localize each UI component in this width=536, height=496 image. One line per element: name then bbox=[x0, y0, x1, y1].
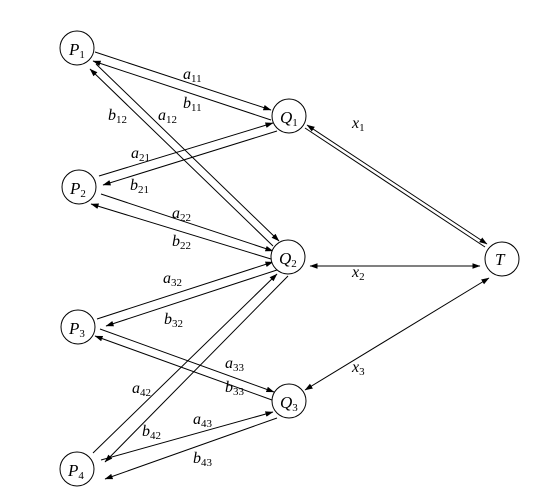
node-t: T bbox=[484, 241, 520, 277]
edge-b42 bbox=[104, 275, 289, 463]
edge-b21 bbox=[102, 130, 278, 186]
svg-text:Q3: Q3 bbox=[280, 393, 298, 414]
svg-text:P1: P1 bbox=[68, 40, 85, 61]
label-a22: a22 bbox=[172, 205, 191, 224]
label-b43: b43 bbox=[193, 450, 213, 469]
node-q3: Q3 bbox=[271, 383, 307, 419]
label-x2: x2 bbox=[351, 264, 365, 283]
svg-text:P2: P2 bbox=[69, 179, 86, 200]
edge-b11 bbox=[92, 60, 272, 121]
edge-a12 bbox=[95, 63, 280, 242]
svg-text:P4: P4 bbox=[67, 461, 84, 482]
edge-a32 bbox=[96, 261, 274, 320]
label-x1: x1 bbox=[351, 115, 365, 134]
label-b21: b21 bbox=[130, 177, 149, 196]
edge-b32 bbox=[105, 269, 278, 327]
label-b11: b11 bbox=[183, 95, 202, 114]
edge-x3 bbox=[304, 277, 490, 391]
label-b12: b12 bbox=[108, 107, 127, 126]
edge-a21 bbox=[98, 122, 274, 177]
svg-text:P3: P3 bbox=[68, 319, 85, 340]
node-q2: Q2 bbox=[270, 239, 306, 275]
label-b33: b33 bbox=[225, 379, 245, 398]
node-p1: P1 bbox=[59, 30, 95, 66]
label-b22: b22 bbox=[172, 233, 191, 252]
label-a33: a33 bbox=[225, 355, 245, 374]
edge-a43 bbox=[100, 411, 274, 461]
node-p4: P4 bbox=[59, 451, 95, 487]
node-q1: Q1 bbox=[271, 98, 307, 134]
svg-text:Q2: Q2 bbox=[279, 249, 297, 270]
svg-text:T: T bbox=[495, 250, 506, 269]
label-a21: a21 bbox=[131, 145, 150, 164]
label-x3: x3 bbox=[351, 359, 365, 378]
edge-a33 bbox=[99, 328, 275, 393]
label-b32: b32 bbox=[164, 311, 183, 330]
edge-x1 bbox=[306, 124, 488, 245]
edge-x1-return bbox=[304, 127, 486, 248]
label-b42: b42 bbox=[142, 423, 161, 442]
edge-b33 bbox=[94, 335, 273, 401]
edge-a22 bbox=[100, 193, 274, 252]
node-p2: P2 bbox=[61, 169, 97, 205]
label-a32: a32 bbox=[163, 270, 182, 289]
edge-b22 bbox=[90, 203, 272, 260]
label-a12: a12 bbox=[158, 107, 177, 126]
edge-b12 bbox=[89, 68, 274, 247]
label-a11: a11 bbox=[183, 66, 202, 85]
label-a43: a43 bbox=[193, 411, 213, 430]
edge-a11 bbox=[94, 51, 272, 111]
label-a42: a42 bbox=[132, 380, 151, 399]
node-p3: P3 bbox=[60, 309, 96, 345]
svg-text:Q1: Q1 bbox=[280, 108, 298, 129]
edge-b43 bbox=[104, 417, 278, 480]
edge-a42 bbox=[92, 273, 278, 454]
